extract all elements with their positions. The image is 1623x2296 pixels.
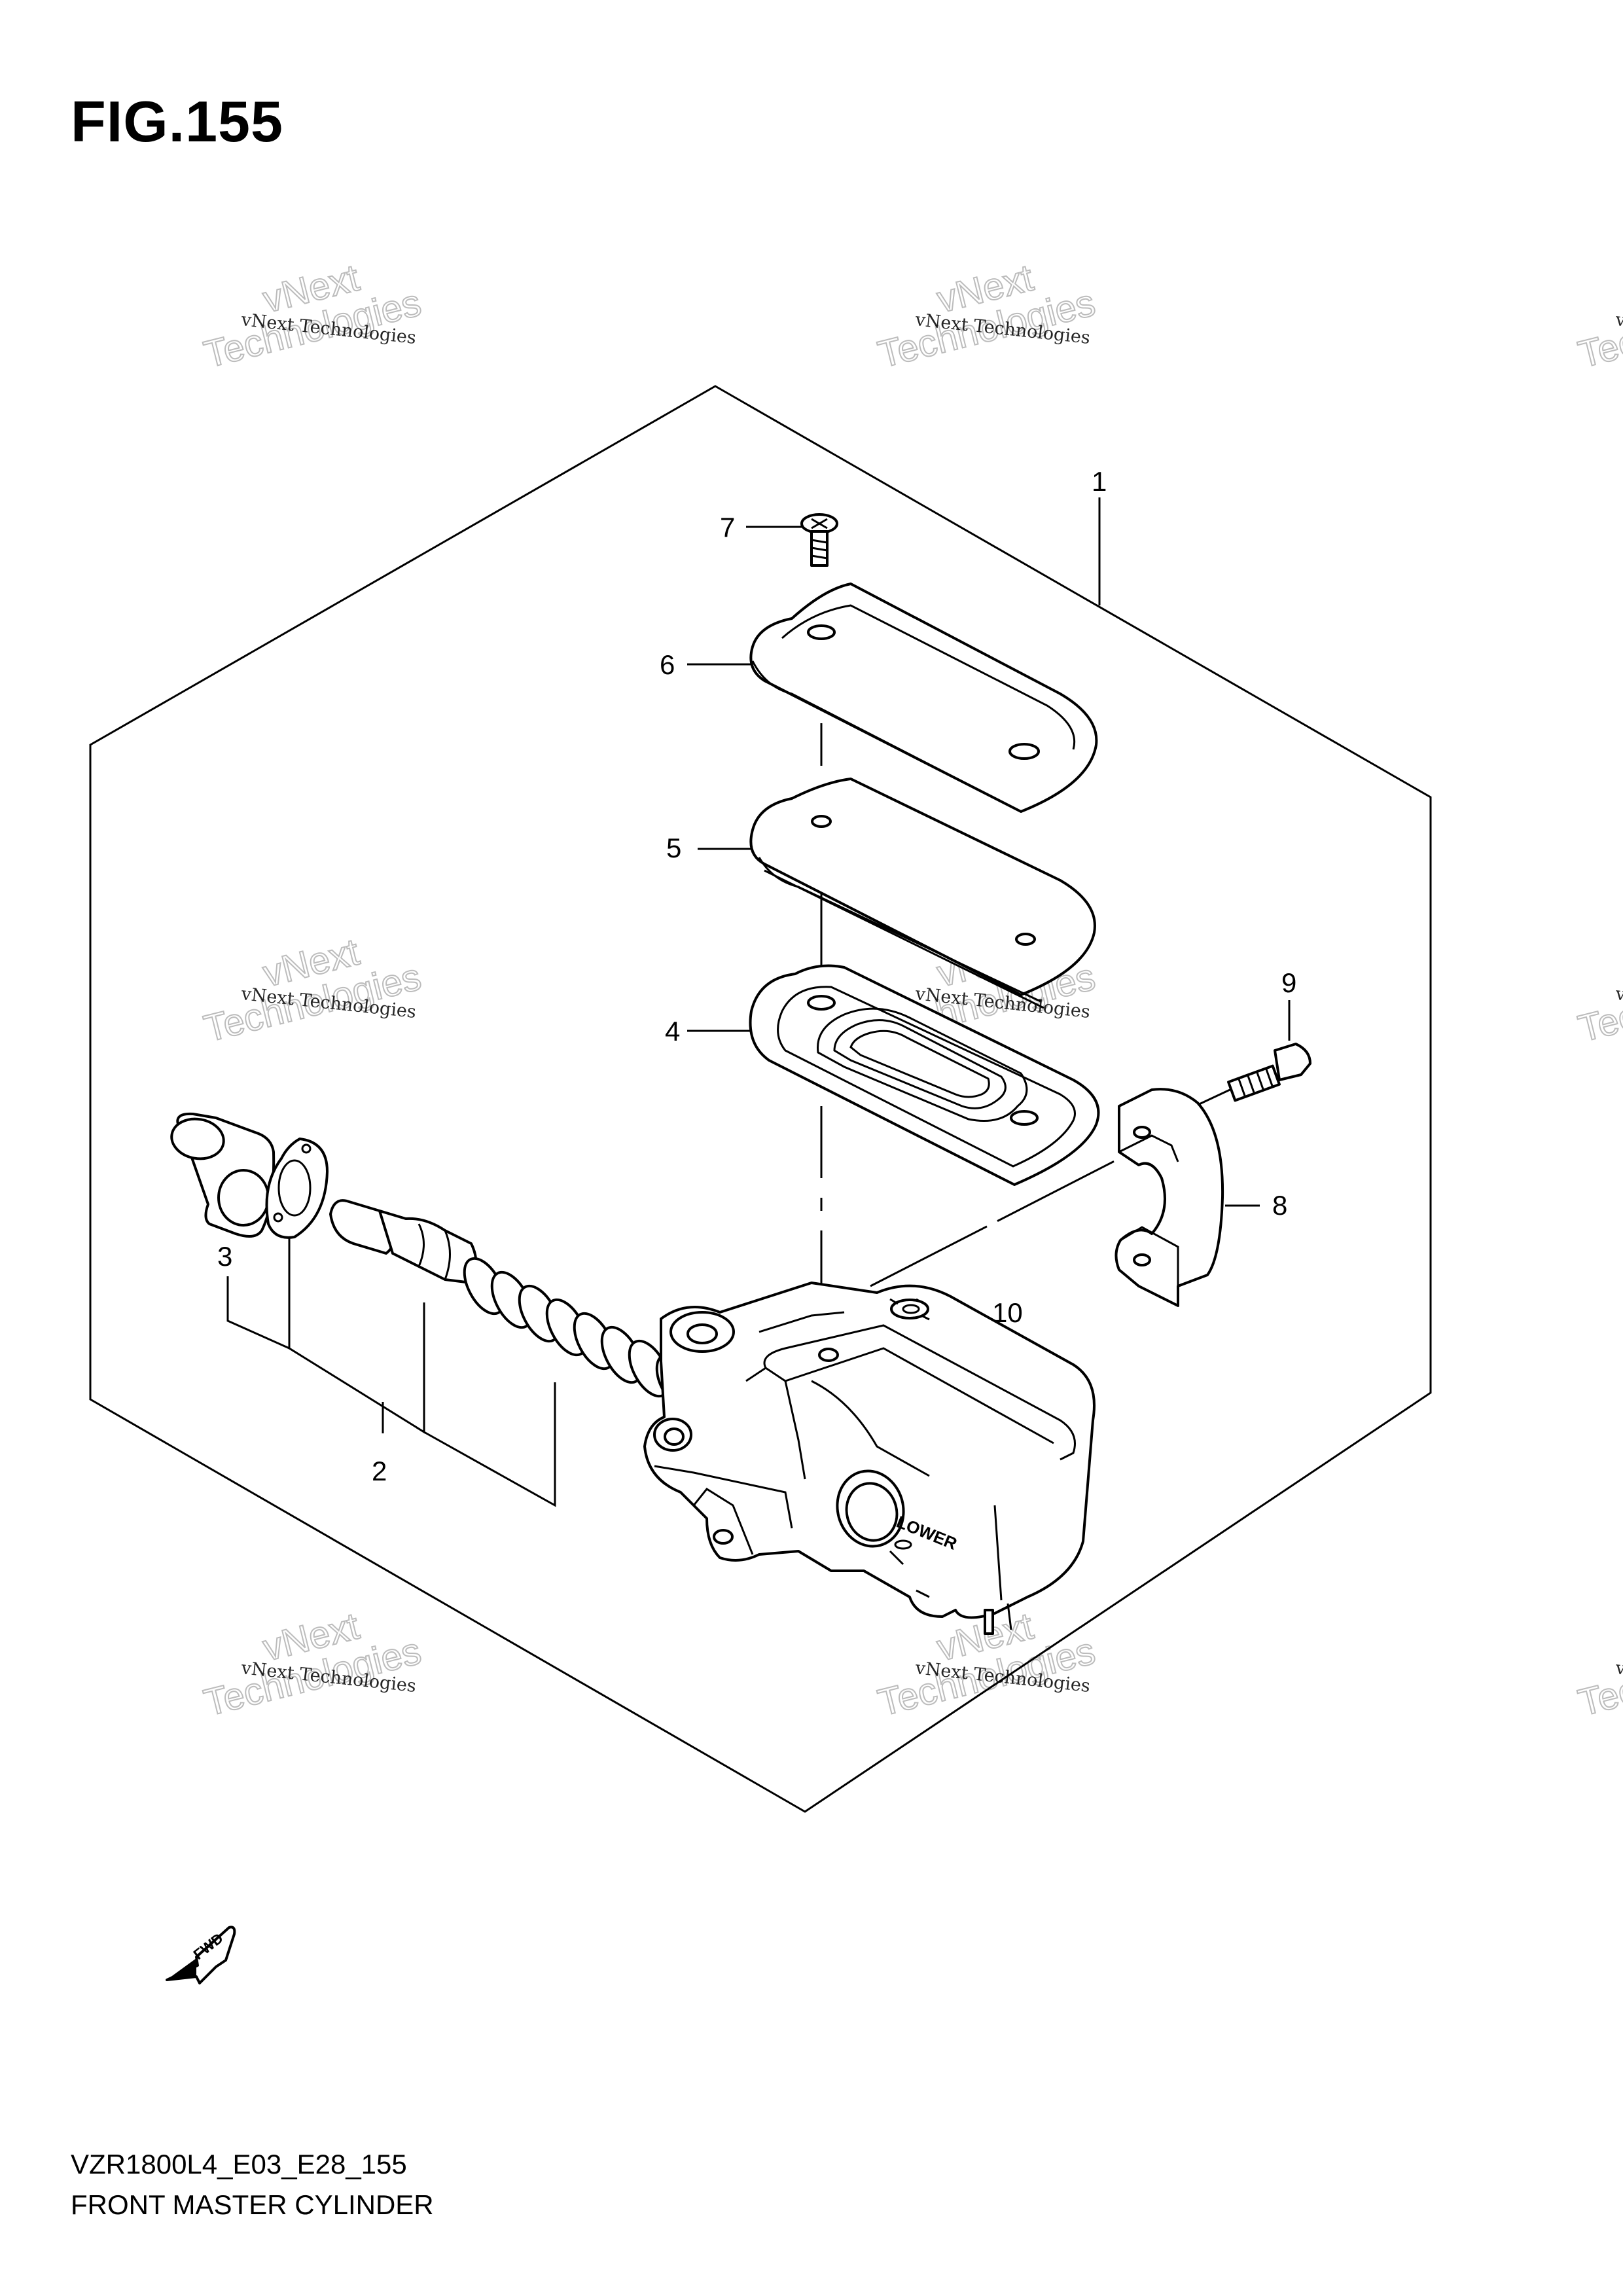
fwd-direction-arrow: FWD	[166, 1926, 236, 1984]
callout-2: 2	[372, 1456, 387, 1486]
figure-title: FIG.155	[71, 89, 283, 154]
callout-5: 5	[666, 833, 681, 863]
part-6-reservoir-cap	[749, 583, 1098, 813]
figure-code: VZR1800L4_E03_E28_155	[71, 2149, 407, 2179]
callout-4: 4	[665, 1016, 680, 1047]
callout-1: 1	[1092, 466, 1107, 497]
part-8-clamp	[1115, 1088, 1224, 1307]
callout-3: 3	[217, 1241, 232, 1272]
part-5-diaphragm-plate	[749, 778, 1096, 1009]
callout-numbers: 1 2 3 4 5 6 7 8 9 10	[217, 466, 1296, 1486]
callout-10: 10	[992, 1297, 1023, 1328]
callout-9: 9	[1281, 967, 1296, 998]
callout-7: 7	[720, 512, 735, 543]
part-7-screw	[800, 513, 838, 567]
circlip	[265, 1138, 329, 1239]
part-9-bolt	[1227, 1043, 1311, 1102]
master-cylinder-body: LOWER	[643, 1282, 1096, 1635]
part-4-diaphragm	[749, 964, 1100, 1186]
figure-name: FRONT MASTER CYLINDER	[71, 2189, 434, 2220]
callout-6: 6	[660, 649, 675, 680]
part-3-boot	[170, 1112, 276, 1238]
part-10-ring	[889, 1298, 930, 1321]
assembly-outline	[89, 385, 1432, 1813]
callout-8: 8	[1272, 1190, 1287, 1221]
